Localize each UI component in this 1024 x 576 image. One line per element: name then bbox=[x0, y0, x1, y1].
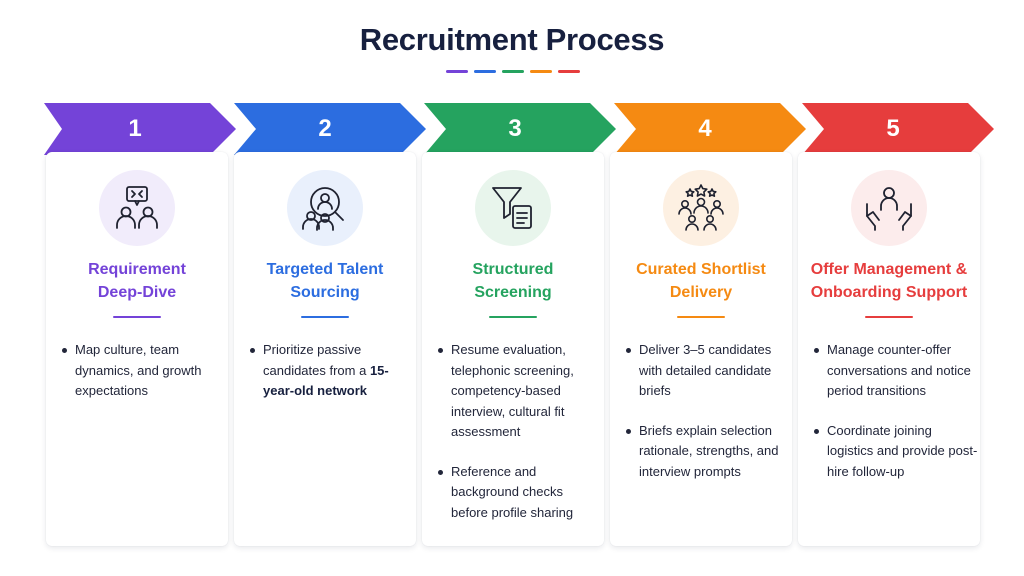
step-underline-4 bbox=[677, 316, 725, 318]
list-item: Resume evaluation, telephonic screening,… bbox=[436, 340, 602, 443]
talent-search-icon bbox=[287, 170, 363, 246]
bullet-text: Manage counter-offer conversations and n… bbox=[827, 342, 971, 398]
bullet-text: Prioritize passive candidates from a bbox=[263, 342, 370, 378]
title-bar-green bbox=[502, 70, 524, 73]
step-card-3: Structured Screening Resume evaluation, … bbox=[422, 152, 604, 546]
step-bullets-5: Manage counter-offer conversations and n… bbox=[812, 340, 978, 501]
bullet-bold-text: 15-year-old network bbox=[263, 362, 389, 399]
title-bar-red bbox=[558, 70, 580, 73]
step-underline-3 bbox=[489, 316, 537, 318]
list-item: Reference and background checks before p… bbox=[436, 462, 602, 524]
step-underline-2 bbox=[301, 316, 349, 318]
step-arrow-2: 2 bbox=[234, 103, 426, 155]
title-bar-blue bbox=[474, 70, 496, 73]
list-item: Deliver 3–5 candidates with detailed can… bbox=[624, 340, 790, 402]
support-hands-icon bbox=[851, 170, 927, 246]
step-title-4-line1: Curated Shortlist bbox=[636, 261, 766, 278]
step-bullets-1: Map culture, team dynamics, and growth e… bbox=[60, 340, 226, 421]
bullet-text: Map culture, team dynamics, and growth e… bbox=[75, 342, 202, 398]
step-arrows: 1 2 3 4 5 bbox=[44, 103, 994, 155]
step-card-4: Curated Shortlist Delivery Deliver 3–5 c… bbox=[610, 152, 792, 546]
step-title-2-line1: Targeted Talent bbox=[266, 261, 384, 278]
step-arrow-5: 5 bbox=[802, 103, 994, 155]
step-bullets-2: Prioritize passive candidates from a 15-… bbox=[248, 340, 414, 421]
step-title-3-line2: Screening bbox=[474, 284, 552, 301]
step-title-2-line2: Sourcing bbox=[290, 284, 360, 301]
step-title-3-line1: Structured bbox=[472, 261, 554, 278]
list-item: Map culture, team dynamics, and growth e… bbox=[60, 340, 226, 402]
step-arrow-3: 3 bbox=[424, 103, 616, 155]
step-title-4: Curated Shortlist Delivery bbox=[616, 258, 786, 304]
step-number-2: 2 bbox=[318, 115, 332, 142]
step-title-1: Requirement Deep-Dive bbox=[52, 258, 222, 304]
step-bullets-4: Deliver 3–5 candidates with detailed can… bbox=[624, 340, 790, 501]
title-bar-orange bbox=[530, 70, 552, 73]
page-title: Recruitment Process bbox=[359, 22, 665, 57]
step-card-1: Requirement Deep-Dive Map culture, team … bbox=[46, 152, 228, 546]
step-underline-1 bbox=[113, 316, 161, 318]
step-title-5-line2: Onboarding Support bbox=[810, 284, 968, 301]
step-number-3: 3 bbox=[508, 115, 522, 142]
filter-document-icon bbox=[475, 170, 551, 246]
step-title-4-line2: Delivery bbox=[669, 284, 733, 301]
step-number-5: 5 bbox=[886, 115, 900, 142]
step-title-1-line1: Requirement bbox=[88, 261, 186, 278]
list-item: Coordinate joining logistics and provide… bbox=[812, 421, 978, 483]
bullet-text: Coordinate joining logistics and provide… bbox=[827, 422, 978, 479]
bullet-text: Briefs explain selection rationale, stre… bbox=[639, 422, 779, 479]
step-number-1: 1 bbox=[128, 115, 142, 142]
step-bullets-3: Resume evaluation, telephonic screening,… bbox=[436, 340, 602, 542]
bullet-text: Resume evaluation, telephonic screening,… bbox=[451, 342, 574, 439]
star-candidates-icon bbox=[663, 170, 739, 246]
bullet-text: Reference and background checks before p… bbox=[451, 463, 574, 520]
step-arrow-1: 1 bbox=[44, 103, 236, 155]
title-color-bars bbox=[446, 70, 580, 74]
step-title-3: Structured Screening bbox=[428, 258, 598, 304]
bullet-text: Deliver 3–5 candidates with detailed can… bbox=[639, 342, 772, 398]
step-underline-5 bbox=[865, 316, 913, 318]
discussion-icon bbox=[99, 170, 175, 246]
step-number-4: 4 bbox=[698, 115, 712, 142]
list-item: Prioritize passive candidates from a 15-… bbox=[248, 340, 414, 402]
list-item: Manage counter-offer conversations and n… bbox=[812, 340, 978, 402]
step-title-1-line2: Deep-Dive bbox=[97, 284, 177, 301]
step-card-5: Offer Management & Onboarding Support Ma… bbox=[798, 152, 980, 546]
step-arrow-4: 4 bbox=[614, 103, 806, 155]
step-title-5-line1: Offer Management & bbox=[810, 261, 968, 278]
title-bar-purple bbox=[446, 70, 468, 73]
step-card-2: Targeted Talent Sourcing Prioritize pass… bbox=[234, 152, 416, 546]
list-item: Briefs explain selection rationale, stre… bbox=[624, 421, 790, 483]
step-title-5: Offer Management & Onboarding Support bbox=[804, 258, 974, 304]
step-title-2: Targeted Talent Sourcing bbox=[240, 258, 410, 304]
